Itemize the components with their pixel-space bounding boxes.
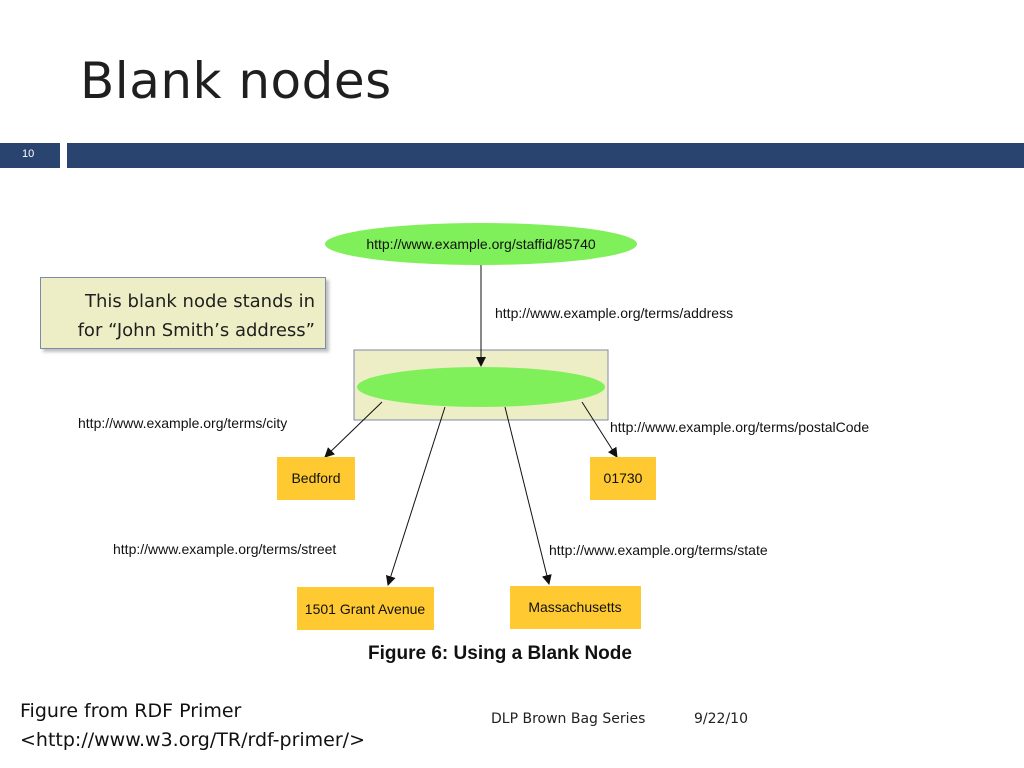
city-literal: Bedford (291, 470, 340, 486)
state-edge (504, 406, 552, 585)
title-bar (67, 143, 1024, 168)
figure-caption: Figure 6: Using a Blank Node (368, 643, 632, 664)
state-edge-label: http://www.example.org/terms/state (549, 542, 768, 558)
callout-line-2: for “John Smith’s address” (77, 320, 315, 341)
street-edge-label: http://www.example.org/terms/street (113, 541, 336, 557)
postal-code-edge (581, 401, 618, 458)
source-line-2: <http://www.w3.org/TR/rdf-primer/> (20, 729, 366, 751)
blank-node (357, 367, 605, 407)
postal-code-literal: 01730 (604, 470, 643, 486)
city-literal-box (277, 457, 355, 500)
blank-node-callout: This blank node stands in for “John Smit… (40, 277, 326, 349)
state-literal-box (510, 586, 641, 629)
state-literal: Massachusetts (528, 599, 621, 615)
street-literal-box (297, 587, 434, 630)
callout-line-1: This blank node stands in (85, 291, 315, 312)
slide-number: 10 (22, 148, 35, 160)
postal-code-edge-label: http://www.example.org/terms/postalCode (610, 419, 869, 435)
city-edge-label: http://www.example.org/terms/city (78, 415, 287, 431)
slide-number-box (0, 143, 60, 168)
source-line-1: Figure from RDF Primer (20, 700, 242, 722)
street-literal: 1501 Grant Avenue (305, 601, 426, 617)
city-edge (324, 401, 383, 458)
footer-series: DLP Brown Bag Series (491, 711, 646, 727)
postal-code-literal-box (590, 457, 656, 500)
slide-title: Blank nodes (80, 52, 392, 110)
footer-date: 9/22/10 (694, 711, 748, 727)
root-uri-node (325, 223, 637, 265)
street-edge (385, 406, 446, 586)
root-uri-label: http://www.example.org/staffid/85740 (366, 236, 596, 252)
source-note: Figure from RDF Primer <http://www.w3.or… (20, 697, 365, 755)
address-edge-label: http://www.example.org/terms/address (495, 305, 733, 321)
